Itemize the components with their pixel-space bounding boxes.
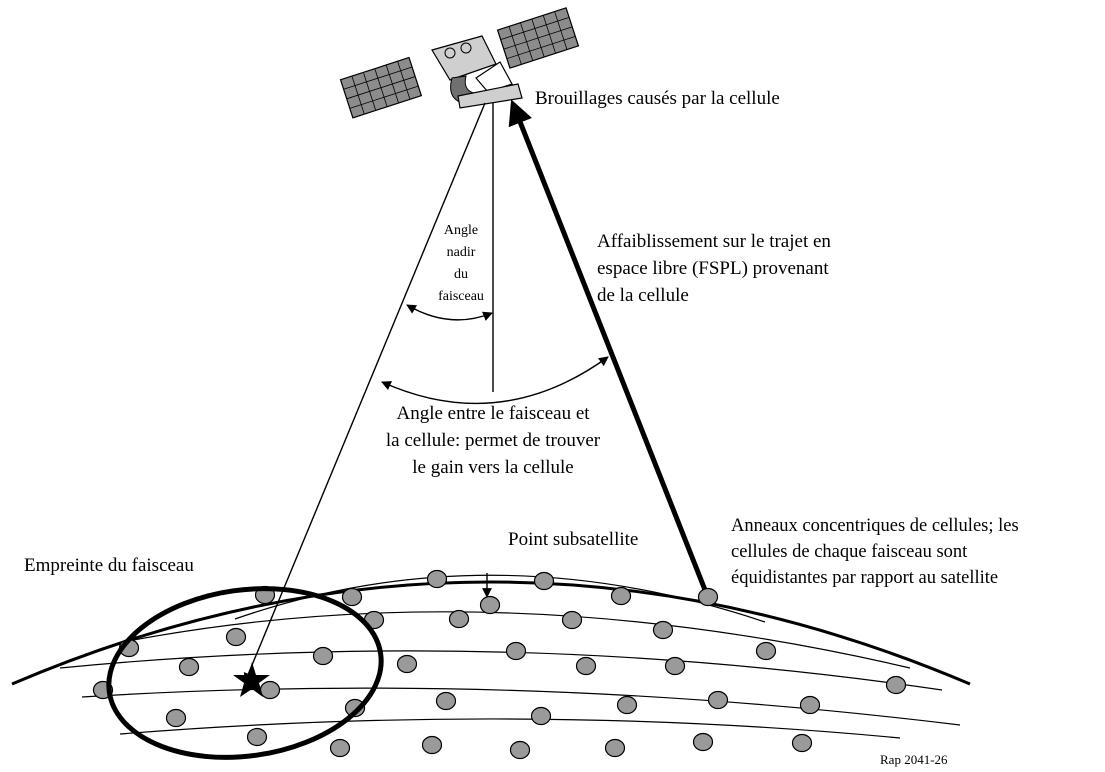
cell <box>533 571 555 591</box>
cell <box>755 641 777 661</box>
rings-label-line3: équidistantes par rapport au satellite <box>731 568 998 588</box>
cells <box>92 569 907 760</box>
cell <box>799 695 821 715</box>
cell-ring <box>119 718 901 739</box>
fspl-arrow <box>508 99 710 596</box>
footprint-label: Empreinte du faisceau <box>24 555 194 576</box>
cell <box>604 738 626 758</box>
concentric-cell-rings <box>59 574 961 739</box>
left-solar-panel <box>339 56 423 119</box>
cell <box>697 587 719 607</box>
cell <box>616 695 638 715</box>
cell <box>561 610 583 630</box>
figure-reference: Rap 2041-26 <box>880 752 948 767</box>
cell <box>652 620 674 640</box>
cell <box>530 706 552 726</box>
interference-label: Brouillages causés par la cellule <box>535 88 780 109</box>
beam-footprint <box>106 586 384 760</box>
cell <box>448 609 470 629</box>
nadir-angle-label-line3: du <box>454 267 468 282</box>
cell <box>165 708 187 728</box>
fspl-label-line3: de la cellule <box>597 285 689 306</box>
nadir-angle-label-line2: nadir <box>447 245 476 260</box>
cell <box>341 587 363 607</box>
cell <box>692 732 714 752</box>
subsatellite-label: Point subsatellite <box>508 529 638 550</box>
nadir-angle-arc <box>406 304 493 321</box>
satellite-base <box>457 83 523 109</box>
cell <box>421 735 443 755</box>
beam-cell-angle-label-line2: la cellule: permet de trouver <box>386 430 601 451</box>
earth-surface-arc <box>11 580 971 686</box>
satellite-icon <box>339 7 580 119</box>
satellite-antenna <box>460 42 472 54</box>
satellite-reflector <box>475 61 513 93</box>
satellite-antenna <box>444 47 456 59</box>
cell <box>246 727 268 747</box>
right-solar-panel <box>496 7 580 69</box>
nadir-angle-label-line1: Angle <box>444 223 478 238</box>
cell <box>312 646 334 666</box>
cell <box>329 738 351 758</box>
beam-cell-angle-arc <box>381 356 609 405</box>
cell <box>664 656 686 676</box>
rings-label-line2: cellules de chaque faisceau sont <box>731 542 968 562</box>
beam-center-star-icon <box>233 662 270 697</box>
cell <box>435 691 457 711</box>
cell <box>610 586 632 606</box>
nadir-angle-label-line4: faisceau <box>438 289 484 304</box>
cell <box>575 656 597 676</box>
subsatellite-cell <box>479 595 501 615</box>
cell <box>396 654 418 674</box>
cell-ring <box>81 687 961 726</box>
cell-ring <box>59 650 943 691</box>
cell <box>426 569 448 589</box>
cell-ring <box>234 574 766 623</box>
cell <box>509 740 531 760</box>
rings-label-line1: Anneaux concentriques de cellules; les <box>731 516 1019 536</box>
cell <box>178 657 200 677</box>
cell <box>791 733 813 753</box>
cell <box>707 690 729 710</box>
cell <box>344 698 366 718</box>
cell <box>225 627 247 647</box>
cell <box>259 680 281 700</box>
cell <box>505 641 527 661</box>
fspl-label-line1: Affaiblissement sur le trajet en <box>597 231 831 252</box>
fspl-label-line2: espace libre (FSPL) provenant <box>597 258 829 279</box>
beam-cell-angle-label-line3: le gain vers la cellule <box>412 457 573 478</box>
beam-cell-angle-label-line1: Angle entre le faisceau et <box>396 403 590 424</box>
cell-ring <box>117 611 911 669</box>
cell <box>885 675 907 695</box>
beam-line <box>243 102 486 683</box>
